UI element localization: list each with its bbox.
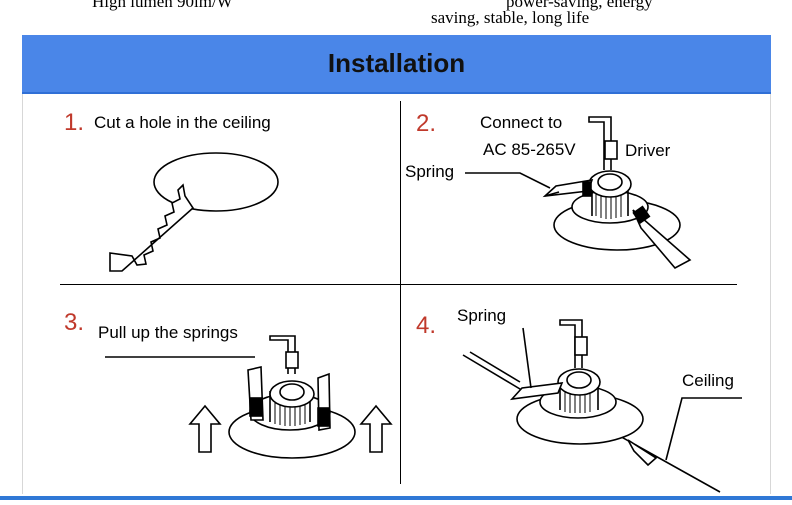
step-2-driver-label: Driver	[625, 141, 671, 160]
up-arrow-icon	[359, 404, 393, 453]
step-2-spring-label: Spring	[405, 162, 455, 181]
banner-title: Installation	[327, 48, 466, 78]
driver-icon	[574, 336, 588, 356]
step-2-connect-line1: Connect to	[480, 113, 563, 132]
step-4-ceiling-label: Ceiling	[682, 371, 734, 390]
step-4-spring-label: Spring	[457, 306, 507, 325]
spring-icon	[509, 382, 564, 401]
spring-icon	[627, 439, 658, 467]
downlight-icon	[516, 368, 644, 445]
driver-icon	[604, 140, 618, 160]
driver-icon	[285, 351, 299, 369]
step-4-number: 4.	[416, 312, 437, 339]
step-2-number: 2.	[416, 110, 437, 137]
installation-frame	[22, 94, 771, 494]
horizontal-divider	[60, 284, 737, 285]
spring-icon	[632, 209, 692, 270]
vertical-divider	[400, 101, 401, 484]
installation-banner: Installation	[22, 35, 771, 94]
top-left-text: High lumen 90lm/W	[92, 0, 233, 11]
step-1-label: Cut a hole in the ceiling	[94, 113, 271, 132]
up-arrow-icon	[188, 404, 222, 453]
top-right-text-line1: power-saving, energy	[506, 0, 653, 11]
top-right-text-line2: saving, stable, long life	[431, 8, 590, 27]
downlight-icon	[228, 380, 356, 459]
step-1-number: 1.	[64, 109, 85, 136]
saw-icon	[109, 183, 195, 272]
step-2-connect-line2: AC 85-265V	[483, 140, 576, 159]
bottom-rule	[0, 496, 792, 500]
step-3-number: 3.	[64, 309, 85, 336]
ceiling-hole-icon	[153, 152, 279, 212]
step-3-label: Pull up the springs	[98, 323, 238, 342]
